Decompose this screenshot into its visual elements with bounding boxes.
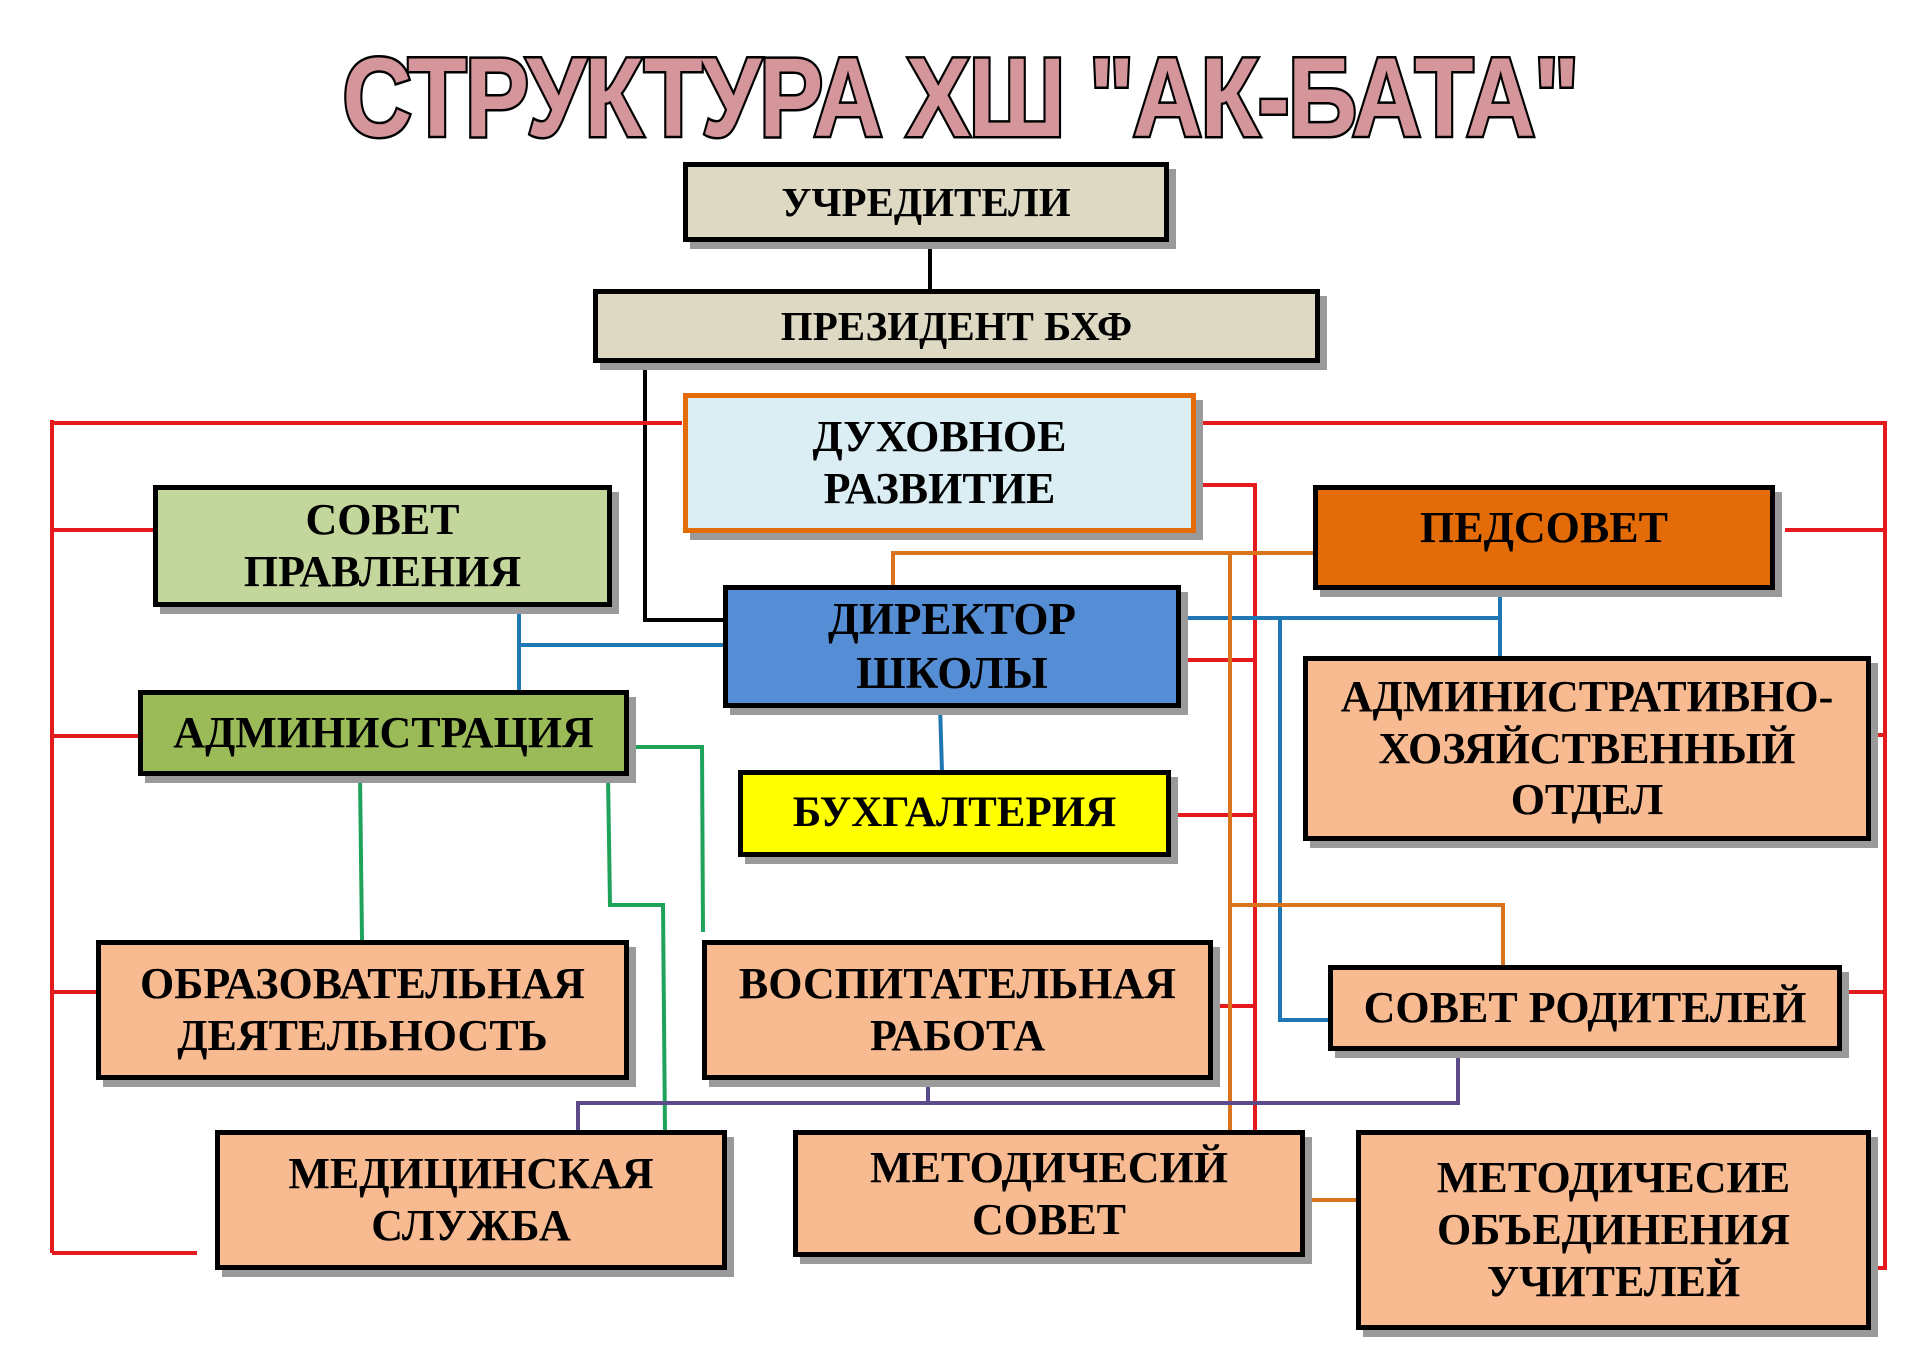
line-green-admin-upbringing [627, 745, 705, 933]
line-purple-parents-medical [576, 1050, 1460, 1132]
line-red-spiritual-right [1195, 421, 1887, 1270]
node-methodical-council: МЕТОДИЧЕСИЙ СОВЕТ [793, 1130, 1305, 1257]
node-medical-service: МЕДИЦИНСКАЯ СЛУЖБА [215, 1130, 727, 1270]
node-upbringing-work: ВОСПИТАТЕЛЬНАЯ РАБОТА [702, 940, 1213, 1080]
line-red-mid-rail [1195, 483, 1257, 1130]
line-president-director [643, 360, 725, 622]
node-parents-council: СОВЕТ РОДИТЕЛЕЙ [1328, 965, 1842, 1051]
line-green-admin-medical [606, 774, 667, 1133]
node-board-council: СОВЕТ ПРАВЛЕНИЯ [153, 485, 612, 607]
node-director: ДИРЕКТОР ШКОЛЫ [723, 585, 1181, 708]
line-orange-pedsovet-director [891, 551, 1313, 585]
line-blue-director-accounting [938, 704, 944, 773]
node-spiritual-development: ДУХОВНОЕ РАЗВИТИЕ [683, 393, 1196, 533]
node-admin-household-dept: АДМИНИСТРАТИВНО- ХОЗЯЙСТВЕННЫЙ ОТДЕЛ [1303, 656, 1871, 841]
page-title: СТРУКТУРА ХШ "АК-БАТА" [340, 35, 1581, 160]
line-green-admin-education [358, 774, 364, 941]
node-educational-activity: ОБРАЗОВАТЕЛЬНАЯ ДЕЯТЕЛЬНОСТЬ [96, 940, 629, 1080]
node-accounting: БУХГАЛТЕРИЯ [738, 770, 1171, 857]
node-founders: УЧРЕДИТЕЛИ [683, 162, 1169, 242]
line-blue-director-parents [1278, 618, 1330, 1022]
line-orange-parents [1230, 903, 1505, 968]
node-pedsovet: ПЕДСОВЕТ [1313, 485, 1775, 590]
node-methodical-associations: МЕТОДИЧЕСИЕ ОБЪЕДИНЕНИЯ УЧИТЕЛЕЙ [1356, 1130, 1871, 1330]
node-president: ПРЕЗИДЕНТ БХФ [593, 289, 1320, 363]
line-orange-spiritual-method [1195, 551, 1232, 1133]
node-administration: АДМИНИСТРАЦИЯ [138, 690, 629, 776]
